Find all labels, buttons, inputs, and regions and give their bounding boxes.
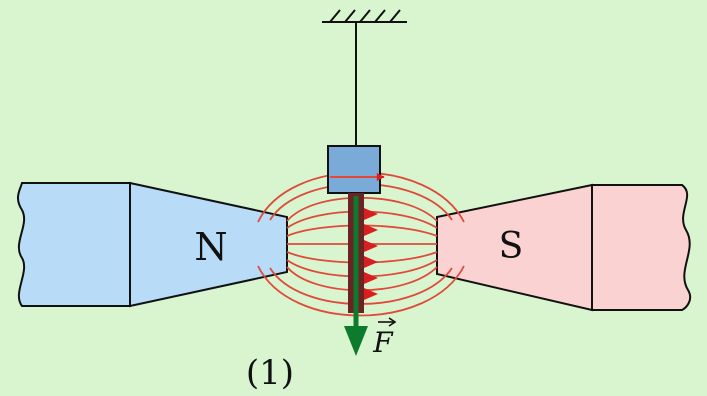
field-arrowheads	[364, 208, 378, 300]
ceiling-support-icon	[322, 9, 407, 23]
south-pole-label: S	[499, 226, 524, 267]
south-magnet	[436, 183, 692, 312]
north-pole-label: N	[194, 225, 227, 269]
force-label-text: F	[372, 326, 394, 359]
north-magnet	[16, 181, 288, 308]
figure-number: (1)	[246, 353, 294, 392]
force-arrow-icon	[344, 196, 368, 356]
force-label: F	[372, 317, 397, 359]
wire-top-block	[327, 145, 381, 194]
